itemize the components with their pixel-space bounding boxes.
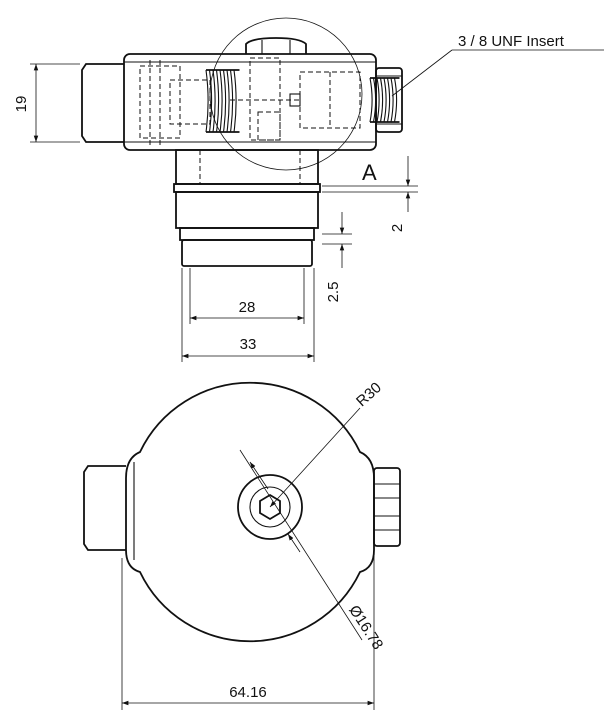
bore-inner-circle — [249, 486, 291, 528]
thread-coil — [212, 69, 216, 133]
top-view — [83, 381, 401, 643]
stem-groove — [179, 227, 315, 241]
thread-coils-right — [369, 77, 400, 123]
dim-radius: R30 — [269, 379, 385, 508]
thread-coils-left — [205, 69, 240, 133]
radius-leader — [269, 407, 361, 508]
thread-coil — [226, 69, 230, 133]
thread-coil — [383, 77, 387, 123]
dim-height: 19 — [13, 63, 80, 143]
top-cap — [245, 37, 307, 54]
thread-coil — [372, 77, 377, 123]
dim-bore-diameter: Ø16.78 — [239, 449, 386, 653]
thread-coil — [229, 69, 234, 133]
thread-coil — [233, 69, 237, 133]
hidden-left-inner — [169, 79, 211, 125]
center-pin — [289, 93, 301, 107]
hex-socket — [259, 493, 281, 521]
dim-groove: 2.5 — [322, 212, 352, 302]
left-plug-outline — [81, 63, 124, 143]
thread-coil — [386, 77, 391, 123]
thread-coil — [205, 69, 209, 133]
diameter-arrow-top — [249, 461, 269, 490]
thread-callout: 3 / 8 UNF Insert — [391, 33, 604, 97]
callout-leader — [391, 49, 453, 97]
diameter-arrow-bottom — [287, 533, 301, 553]
thread-coil — [219, 69, 223, 133]
section-letter: A — [362, 160, 377, 185]
hidden-center-bore — [249, 57, 281, 141]
top-view-body — [125, 381, 375, 643]
side-view — [81, 17, 403, 267]
radius-text: R30 — [353, 379, 385, 410]
bore-outer-circle — [237, 474, 303, 540]
thread-coil — [376, 77, 380, 123]
dim-28-text: 28 — [239, 299, 256, 316]
thread-coil — [222, 69, 227, 133]
dim-19-text: 19 — [13, 96, 30, 113]
dim-overall-width: 64.16 — [121, 548, 375, 710]
dim-33-text: 33 — [240, 336, 257, 353]
diameter-leader — [239, 449, 363, 641]
hidden-left-cavity — [139, 65, 181, 139]
thread-coil — [379, 77, 384, 123]
top-right-fitting — [373, 467, 401, 547]
thread-coil — [369, 77, 373, 123]
stem-tip — [181, 239, 313, 267]
stem-collar — [173, 183, 321, 193]
thread-coil — [208, 69, 213, 133]
thread-callout-text: 3 / 8 UNF Insert — [458, 33, 565, 50]
thread-coil — [215, 69, 220, 133]
thread-coil — [393, 77, 398, 123]
detail-circle — [209, 17, 363, 171]
dim-6416-text: 64.16 — [229, 684, 267, 701]
thread-coil — [390, 77, 394, 123]
dim-25-text: 2.5 — [325, 282, 342, 303]
diameter-text: Ø16.78 — [345, 602, 386, 653]
dim-2-text: 2 — [389, 224, 406, 232]
stem-body — [175, 191, 319, 229]
dim-inner-width: 28 — [189, 268, 305, 324]
hidden-center-lower — [257, 111, 281, 141]
top-left-plug — [83, 465, 126, 551]
stem-upper — [175, 149, 319, 185]
dim-outer-width: 33 — [181, 268, 315, 362]
section-a: A 2 — [322, 156, 418, 232]
